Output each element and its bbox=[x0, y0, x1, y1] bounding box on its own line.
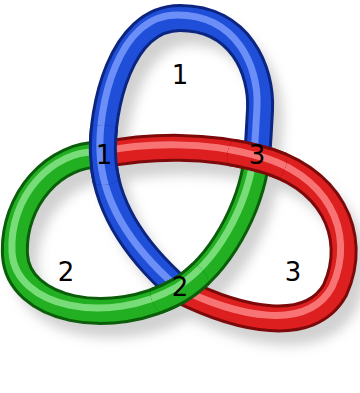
color-number: 1 bbox=[172, 62, 189, 88]
color-number: 1 bbox=[96, 142, 113, 168]
color-number: 3 bbox=[249, 142, 266, 168]
color-number: 2 bbox=[172, 274, 189, 300]
color-number: 2 bbox=[58, 259, 75, 285]
knot-tubes bbox=[12, 15, 344, 318]
green-tube bbox=[12, 152, 257, 311]
color-number: 3 bbox=[285, 259, 302, 285]
green-over-crossing bbox=[12, 152, 257, 311]
red-over-crossing bbox=[100, 145, 344, 319]
